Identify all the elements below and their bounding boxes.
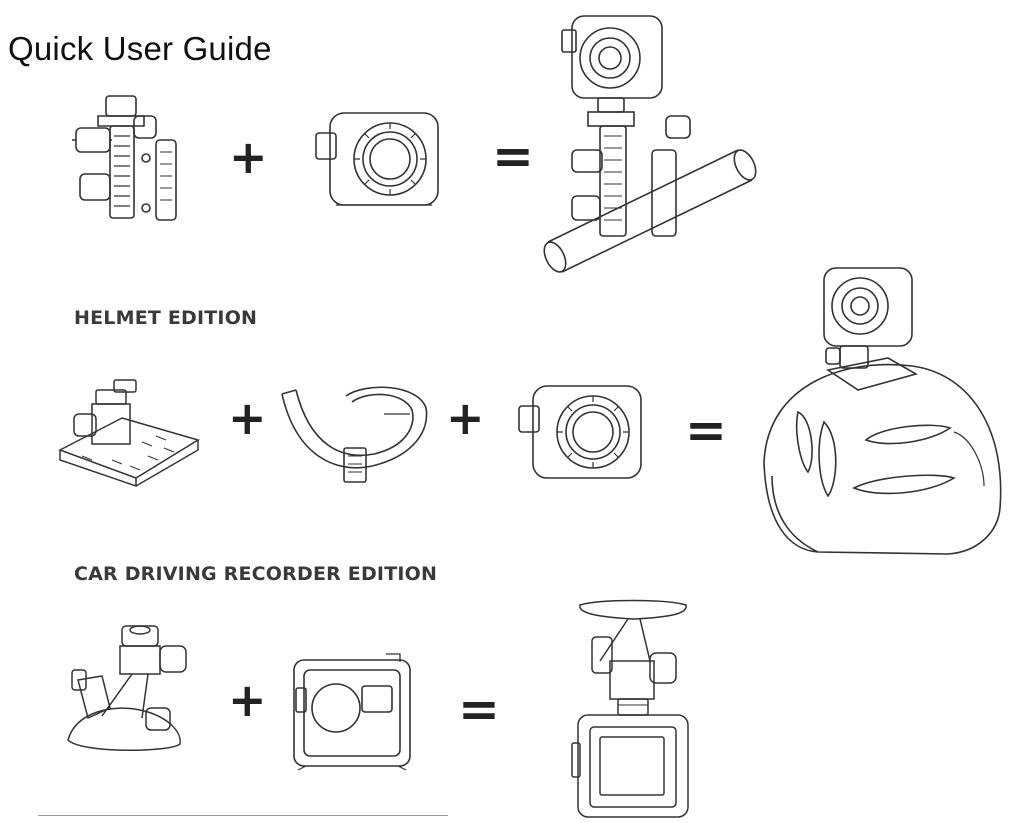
camera-on-handlebar-icon: [543, 15, 757, 273]
camera-on-suction-mount-icon: [571, 599, 689, 818]
plus-sign: +: [229, 130, 268, 184]
strap-icon: [281, 386, 428, 483]
camera-housing-icon: [315, 112, 439, 206]
plus-sign: +: [228, 673, 267, 727]
equals-sign: =: [492, 127, 534, 185]
car-edition-heading: CAR DRIVING RECORDER EDITION: [74, 563, 438, 585]
camera-on-helmet-icon: [763, 267, 1002, 555]
helmet-edition-heading: HELMET EDITION: [74, 307, 258, 329]
camera-frame-icon: [293, 653, 411, 771]
handlebar-clamp-mount-icon: [72, 95, 177, 221]
page-title: Quick User Guide: [8, 30, 272, 67]
plus-sign: +: [446, 391, 485, 445]
equals-sign: =: [458, 680, 500, 738]
plus-sign: +: [228, 391, 267, 445]
helmet-base-mount-icon: [58, 379, 200, 488]
equals-sign: =: [685, 401, 727, 459]
footer-divider: [38, 815, 448, 816]
suction-cup-mount-icon: [67, 625, 187, 751]
camera-housing-icon: [518, 385, 642, 479]
